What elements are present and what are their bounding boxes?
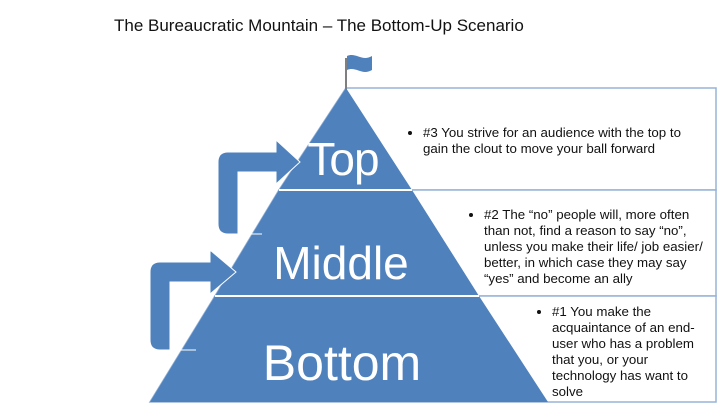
- pyramid-tier-middle: [215, 190, 479, 296]
- pyramid-tier-bottom: [150, 296, 548, 402]
- curved-up-arrow-icon: [149, 138, 301, 351]
- pyramid-tier-top: [279, 88, 412, 190]
- note-2-text: #2 The “no” people will, more often than…: [484, 207, 716, 287]
- note-3-text: #3 You strive for an audience with the t…: [423, 125, 709, 157]
- note-middle: #2 The “no” people will, more often than…: [470, 207, 716, 287]
- note-1-text: #1 You make the acquaintance of an end-u…: [552, 304, 712, 400]
- flag-icon: [345, 55, 372, 90]
- arrow-middle-to-top: [217, 138, 301, 235]
- tier-label-top: Top: [307, 133, 379, 185]
- arrow-bottom-to-middle: [149, 248, 237, 351]
- note-bottom: #1 You make the acquaintance of an end-u…: [538, 304, 712, 400]
- tier-label-middle: Middle: [273, 237, 409, 289]
- pyramid: [150, 88, 548, 402]
- slide-title: The Bureaucratic Mountain – The Bottom-U…: [114, 16, 524, 35]
- note-top: #3 You strive for an audience with the t…: [409, 125, 709, 157]
- tier-label-bottom: Bottom: [262, 335, 422, 391]
